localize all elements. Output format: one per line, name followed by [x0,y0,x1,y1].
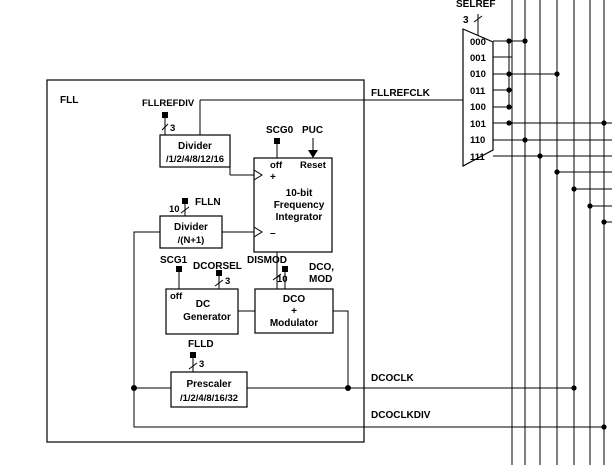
puc-label: PUC [302,125,323,136]
frequency-integrator: SCG0 PUC off Reset + – 10-bit Frequency … [253,125,333,253]
dco-line2: + [291,306,297,317]
dcoclk-label: DCOCLK [371,373,415,384]
dco-modulator: DCO + Modulator [254,288,334,334]
integrator-line1: 10-bit [286,188,313,199]
selref-input-011: 011 [470,86,486,97]
integrator-minus: – [270,228,276,239]
selref-input-100: 100 [470,102,486,113]
dc-generator-line1: DC [196,299,210,310]
flld-label: FLLD [188,339,214,350]
selref-mux: SELREF 3 000 001 010 011 100 101 110 111 [456,0,495,167]
dc-generator: SCG1 DCORSEL 3 off DC Generator [160,255,242,335]
dco-mod-label-1: DCO, [309,262,334,273]
scg0-label: SCG0 [266,125,294,136]
selref-input-000: 000 [470,37,486,48]
fllrefdiv-title: Divider [178,141,212,152]
selref-width: 3 [463,15,469,26]
fll-label: FLL [60,95,78,106]
flln-width: 10 [169,204,180,215]
integrator-line2: Frequency [274,200,325,211]
fllrefclk-label: FLLREFCLK [371,88,431,99]
integrator-off: off [270,160,283,171]
dcoclkdiv-label: DCOCLKDIV [371,410,431,421]
dco-output-wire [333,310,349,388]
flln-label: FLLN [195,197,221,208]
selref-input-wires [493,38,612,225]
dismod-label: DISMOD [247,255,287,266]
flln-title: Divider [174,222,208,233]
selref-input-110: 110 [470,135,485,146]
dco-line3: Modulator [270,318,318,329]
selref-input-001: 001 [470,53,487,64]
integrator-reset: Reset [300,160,327,171]
integrator-box [253,157,333,253]
fllrefdiv-divider: FLLREFDIV 3 Divider /1/2/4/8/12/16 [142,98,231,168]
flln-divider: FLLN 10 Divider /(N+1) [159,197,223,249]
flld-width: 3 [199,359,204,370]
prescaler-box [170,371,248,408]
dco-mod-label-2: MOD [309,274,332,285]
selref-input-111: 111 [470,152,486,163]
dcoclkdiv-feedback-wire [133,231,605,465]
selref-label: SELREF [456,0,495,10]
dco-box [254,288,334,334]
integrator-plus: + [270,172,276,183]
fllrefdiv-box [159,134,231,168]
dcorsel-label: DCORSEL [193,261,242,272]
prescaler-ratios: /1/2/4/8/16/32 [180,393,238,404]
flln-box [159,215,223,249]
dcorsel-width: 3 [225,276,230,287]
selref-input-010: 010 [470,69,486,80]
clock-source-bus [511,0,605,465]
flln-ratio: /(N+1) [178,235,205,246]
fll-frame [46,79,365,443]
dc-generator-line2: Generator [183,312,231,323]
selref-input-101: 101 [470,119,487,130]
prescaler-title: Prescaler [186,379,231,390]
scg1-label: SCG1 [160,255,188,266]
prescaler: FLLD 3 Prescaler /1/2/4/8/16/32 [170,339,248,408]
fllrefdiv-label: FLLREFDIV [142,98,195,109]
selref-bus-slash [473,15,483,23]
dco-width: 10 [277,274,288,285]
dco-line1: DCO [283,294,305,305]
selref-mux-shape [462,28,494,167]
integrator-line3: Integrator [276,212,323,223]
fllrefdiv-width: 3 [170,123,175,134]
fllrefdiv-ratios: /1/2/4/8/12/16 [166,154,224,165]
dc-generator-off: off [170,291,183,302]
dc-generator-box [165,288,239,335]
